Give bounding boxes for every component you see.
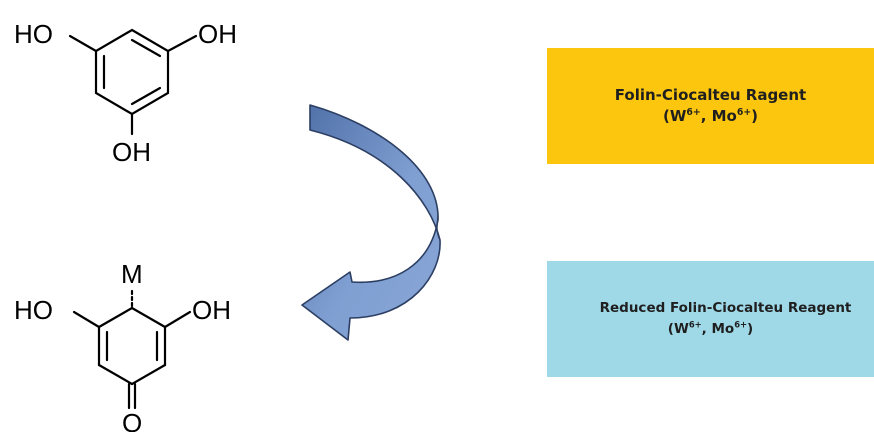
- bottom-oh-left-label: HO: [14, 295, 53, 325]
- reduced-mo-charge: 6+: [734, 319, 748, 330]
- reduced-reagent-box: Reduced Folin-Ciocalteu Reagent (W6+, Mo…: [547, 261, 874, 377]
- reduced-reagent-title: Reduced Folin-Ciocalteu Reagent: [599, 300, 852, 316]
- reagent-close: ): [751, 107, 758, 125]
- top-oh-bond: [166, 34, 198, 53]
- quinoid-complex-structure: [72, 286, 192, 410]
- top-ring-bonds: [94, 28, 170, 116]
- top-double-bond: [130, 38, 162, 58]
- reduced-close: ): [747, 321, 754, 337]
- bottom-ring-bond: [97, 363, 134, 386]
- reagent-w-prefix: (W: [663, 107, 687, 125]
- reagent-title: Folin-Ciocalteu Ragent: [614, 86, 807, 104]
- metal-label: M: [121, 259, 143, 289]
- folin-ciocalteu-reagent-box: Folin-Ciocalteu Ragent (W6+, Mo6+): [547, 48, 874, 164]
- reduced-w-prefix: (W: [667, 321, 689, 337]
- arrow-fold-line: [436, 214, 441, 241]
- curved-arrow-icon: [301, 104, 441, 341]
- bottom-oh-bond: [163, 310, 192, 329]
- top-double-bond: [130, 86, 162, 106]
- bottom-ring-bond: [130, 306, 167, 329]
- bottom-ring-bond: [130, 363, 167, 386]
- top-oh-left-label: HO: [14, 19, 53, 49]
- reduced-oxidation-states: (W6+, Mo6+): [668, 319, 753, 340]
- phloroglucinol-structure: [68, 28, 198, 136]
- top-oh-right-label: OH: [198, 19, 237, 49]
- bottom-oh-right-label: OH: [192, 295, 231, 325]
- reagent-oxidation-states: (W6+, Mo6+): [663, 106, 758, 127]
- bottom-ring-bond: [97, 306, 134, 329]
- top-oh-bottom-label: OH: [112, 137, 151, 167]
- bottom-oh-bond: [72, 310, 101, 329]
- top-oh-bond: [68, 34, 98, 53]
- reagent-mo-prefix: , Mo: [700, 107, 737, 125]
- reagent-w-charge: 6+: [686, 107, 701, 118]
- reduced-w-charge: 6+: [688, 319, 702, 330]
- carbonyl-oxygen-label: O: [122, 408, 142, 432]
- reduced-mo-prefix: , Mo: [701, 321, 735, 337]
- reagent-mo-charge: 6+: [736, 107, 752, 118]
